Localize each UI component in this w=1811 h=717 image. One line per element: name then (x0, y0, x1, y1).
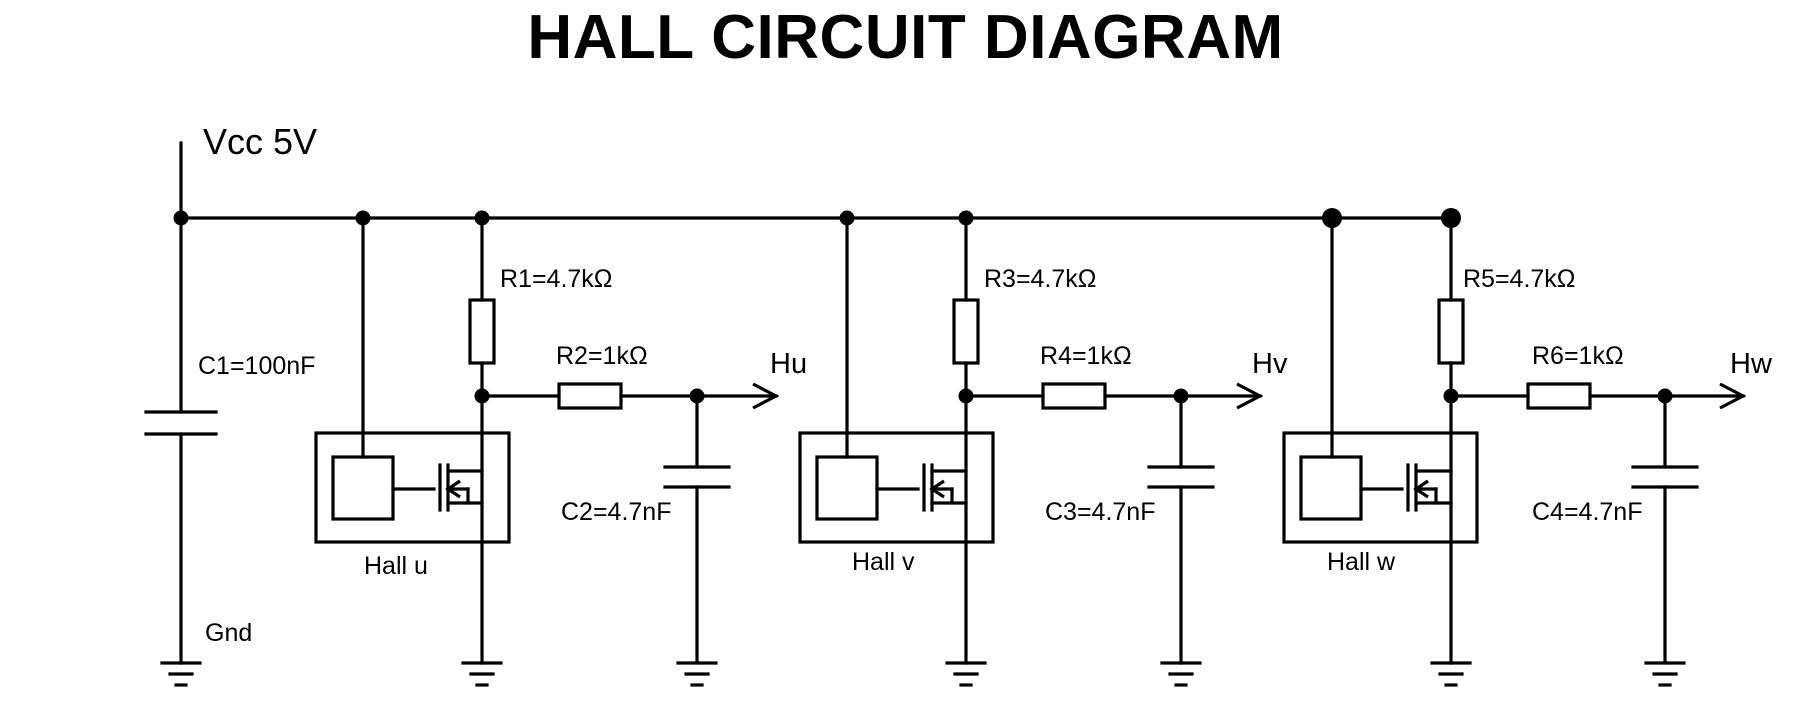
resistor-r5 (1437, 298, 1465, 365)
gnd-label: Gnd (205, 619, 252, 647)
output-arrow-icon (752, 382, 780, 410)
vcc-label: Vcc 5V (203, 121, 317, 162)
output-hw-label: Hw (1730, 348, 1773, 380)
ground-symbol-icon (1430, 661, 1472, 687)
resistor-r2 (557, 382, 623, 410)
c4-label: C4=4.7nF (1532, 498, 1643, 526)
output-arrow-icon (1236, 382, 1264, 410)
output-arrow-icon (1719, 382, 1747, 410)
stage-v (798, 216, 1264, 687)
stage-w (1282, 216, 1747, 687)
r1-label: R1=4.7kΩ (500, 265, 613, 293)
c2-label: C2=4.7nF (561, 498, 672, 526)
capacitor-c1 (144, 216, 218, 665)
c3-label: C3=4.7nF (1045, 498, 1156, 526)
hall-sensor-u (314, 431, 511, 544)
resistor-r1 (468, 298, 496, 365)
ground-symbol-icon (945, 661, 987, 687)
ground-symbol-icon (160, 661, 202, 687)
ground-symbol-icon (461, 661, 503, 687)
hall-element-icon (815, 455, 879, 521)
hall-sensor-w (1282, 431, 1479, 544)
resistor-r4 (1041, 382, 1107, 410)
r5-label: R5=4.7kΩ (1463, 265, 1576, 293)
hall-u-label: Hall u (364, 552, 428, 580)
r6-label: R6=1kΩ (1532, 342, 1624, 370)
output-hv-label: Hv (1252, 348, 1288, 380)
r3-label: R3=4.7kΩ (984, 265, 1097, 293)
diagram-title: HALL CIRCUIT DIAGRAM (527, 3, 1284, 72)
hall-sensor-v (798, 431, 995, 544)
ground-symbol-icon (1160, 661, 1202, 687)
resistor-r6 (1526, 382, 1592, 410)
c1-label: C1=100nF (198, 352, 315, 380)
r2-label: R2=1kΩ (556, 342, 648, 370)
resistor-r3 (952, 298, 980, 365)
hall-w-label: Hall w (1327, 548, 1396, 576)
hall-element-icon (331, 455, 395, 521)
output-hu-label: Hu (770, 348, 807, 380)
hall-element-icon (1299, 455, 1363, 521)
r4-label: R4=1kΩ (1040, 342, 1132, 370)
ground-symbol-icon (676, 661, 718, 687)
ground-symbol-icon (1644, 661, 1686, 687)
stage-u (314, 216, 780, 687)
hall-v-label: Hall v (852, 548, 915, 576)
